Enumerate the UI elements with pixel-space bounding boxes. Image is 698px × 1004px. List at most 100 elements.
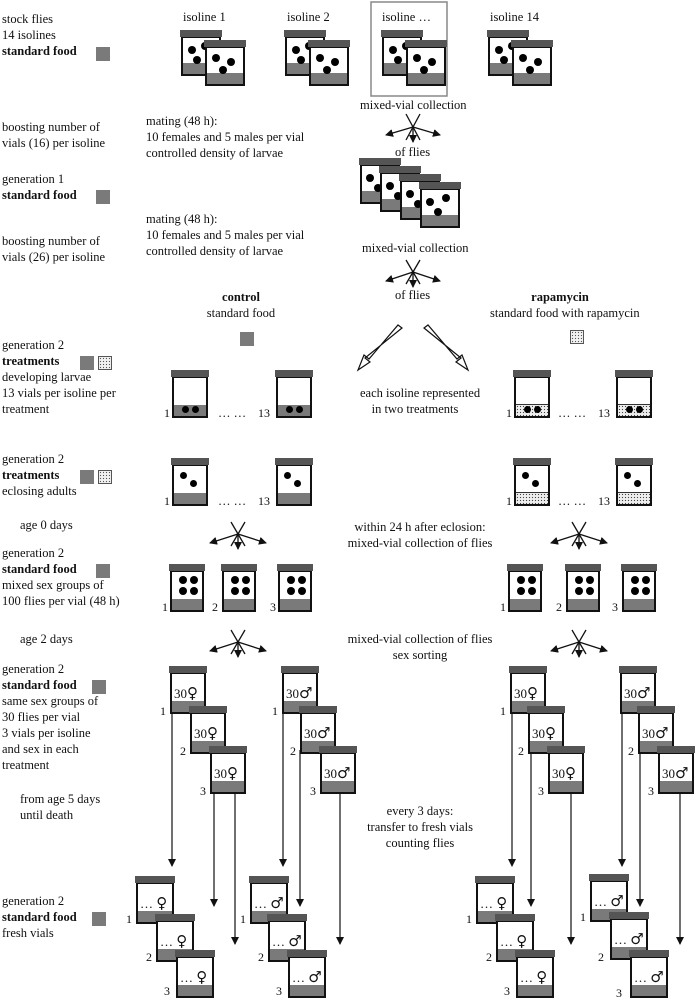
treatments-label: treatments bbox=[2, 354, 60, 368]
standard-food-swatch bbox=[96, 47, 110, 61]
from-age-line1: from age 5 days bbox=[20, 792, 101, 806]
ellipsis: … bbox=[254, 896, 267, 911]
within-24-line2: mixed-vial collection of flies bbox=[347, 536, 493, 550]
vial-number: 3 bbox=[164, 984, 170, 998]
male-icon: ♂ bbox=[299, 684, 313, 702]
vial-number: 1 bbox=[272, 704, 278, 718]
larvae-vial-control bbox=[171, 370, 209, 418]
vial-number: 2 bbox=[486, 950, 492, 964]
female-icon: ♀ bbox=[207, 724, 218, 742]
female-vial-control: 30♀ bbox=[209, 746, 247, 794]
stock-vial bbox=[511, 40, 553, 86]
female-icon: ♀ bbox=[187, 684, 198, 702]
age2-star-rapamycin bbox=[550, 629, 608, 658]
vial-number: 13 bbox=[598, 406, 610, 420]
vial-number: 3 bbox=[310, 784, 316, 798]
rapamycin-food-swatch bbox=[570, 330, 584, 344]
vial-number: 1 bbox=[162, 600, 168, 614]
same-sex-line1: same sex groups of bbox=[2, 694, 99, 708]
ellipsis: … … bbox=[218, 494, 247, 508]
rapamycin-food-swatch bbox=[98, 470, 112, 484]
vial-number: 3 bbox=[612, 600, 618, 614]
vial-number: 1 bbox=[240, 912, 246, 926]
mixed-vial-collection-label: mixed-vial collection bbox=[360, 98, 467, 112]
age2-label: age 2 days bbox=[20, 632, 73, 646]
standard-food-swatch bbox=[96, 564, 110, 578]
vial-number: 1 bbox=[126, 912, 132, 926]
male-vial-control: 30♂ bbox=[299, 706, 337, 754]
vial-number: 1 bbox=[580, 910, 586, 924]
standard-food-label: standard food bbox=[2, 562, 77, 576]
fly-count: 30 bbox=[304, 726, 317, 741]
ellipsis: … … bbox=[558, 406, 587, 420]
vial-number: 2 bbox=[598, 950, 604, 964]
standard-food-label: standard food bbox=[2, 44, 77, 58]
boost1-line2: vials (16) per isoline bbox=[2, 136, 106, 150]
mixed-sex-vial-rapamycin bbox=[565, 564, 601, 612]
vials13-line2: treatment bbox=[2, 402, 50, 416]
same-sex-line3: 3 vials per isoline bbox=[2, 726, 91, 740]
vial-number: 3 bbox=[648, 784, 654, 798]
vial-number: 3 bbox=[270, 600, 276, 614]
same-sex-line4: and sex in each bbox=[2, 742, 79, 756]
standard-food-swatch bbox=[92, 912, 106, 926]
male-icon: ♂ bbox=[288, 932, 302, 950]
vial-number: 13 bbox=[258, 494, 270, 508]
stock-vial bbox=[308, 40, 350, 86]
male-icon: ♂ bbox=[630, 930, 644, 948]
density-label: controlled density of larvae bbox=[146, 146, 284, 160]
fly-count: 30 bbox=[624, 686, 637, 701]
ellipsis: … bbox=[292, 970, 305, 985]
every3-line3: counting flies bbox=[385, 836, 455, 850]
isolines-count: 14 isolines bbox=[2, 28, 56, 42]
each-isoline-line1: each isoline represented bbox=[360, 386, 481, 400]
mixed-vial-collection-label: mixed-vial collection bbox=[362, 241, 469, 255]
adults-vial-control bbox=[171, 458, 209, 506]
age0-star-control bbox=[209, 521, 267, 550]
ellipsis: … bbox=[180, 970, 193, 985]
developing-larvae-label: developing larvae bbox=[2, 370, 92, 384]
stock-vial bbox=[405, 40, 447, 86]
fly-count: 30 bbox=[324, 766, 337, 781]
age2-star-control bbox=[209, 629, 267, 658]
vial-number: 1 bbox=[506, 494, 512, 508]
larvae-vial-rapamycin bbox=[513, 370, 551, 418]
boost1-line1: boosting number of bbox=[2, 120, 100, 134]
generation2-label: generation 2 bbox=[2, 338, 65, 352]
fly-count: 30 bbox=[532, 726, 545, 741]
collection-star-1 bbox=[385, 113, 441, 143]
fly-count: 30 bbox=[642, 726, 655, 741]
standard-food-label: standard food bbox=[2, 188, 77, 202]
sex-sorting-label: sex sorting bbox=[392, 648, 448, 662]
male-icon: ♂ bbox=[675, 764, 689, 782]
ellipsis: … bbox=[520, 970, 533, 985]
female-icon: ♀ bbox=[176, 932, 188, 950]
density-label: controlled density of larvae bbox=[146, 244, 284, 258]
eclosing-adults-label: eclosing adults bbox=[2, 484, 77, 498]
vial-number: 2 bbox=[290, 744, 296, 758]
fly-count: 30 bbox=[174, 686, 187, 701]
fly-count: 30 bbox=[662, 766, 675, 781]
vial-number: 13 bbox=[258, 406, 270, 420]
larvae-vial-rapamycin bbox=[615, 370, 653, 418]
female-icon: ♀ bbox=[565, 764, 576, 782]
mixed-sex-vial-control bbox=[169, 564, 205, 612]
standard-food-label: standard food bbox=[2, 678, 77, 692]
vial-number: 1 bbox=[466, 912, 472, 926]
male-vial-rapamycin: 30♂ bbox=[657, 746, 695, 794]
isoline-label: isoline 2 bbox=[287, 10, 330, 24]
ellipsis: … bbox=[160, 934, 173, 949]
vial-number: 3 bbox=[276, 984, 282, 998]
ellipsis: … bbox=[272, 934, 285, 949]
vials13-line1: 13 vials per isoline per bbox=[2, 386, 116, 400]
vial-number: 2 bbox=[180, 744, 186, 758]
vial-number: 3 bbox=[616, 986, 622, 1000]
every3-line1: every 3 days: bbox=[386, 804, 454, 818]
vial-number: 1 bbox=[160, 704, 166, 718]
larvae-vial-control bbox=[275, 370, 313, 418]
female-icon: ♀ bbox=[527, 684, 538, 702]
female-icon: ♀ bbox=[196, 968, 208, 986]
mixed-sex-vial-control bbox=[277, 564, 313, 612]
vial-number: 2 bbox=[518, 744, 524, 758]
